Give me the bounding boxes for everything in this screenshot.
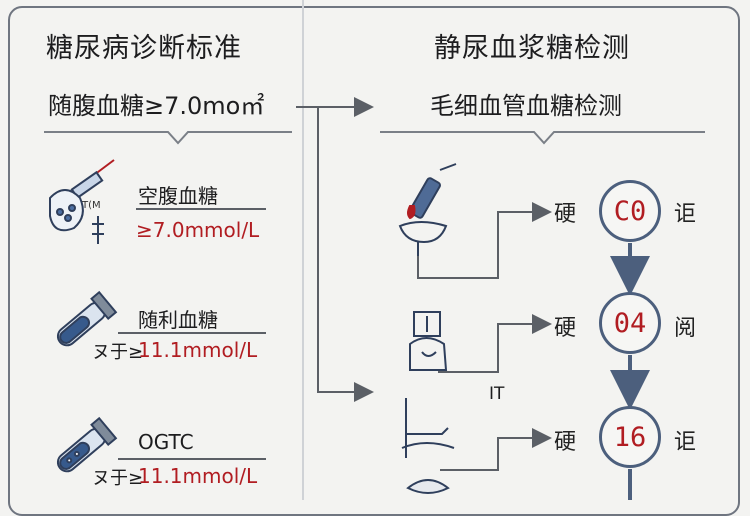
item-ogtc-prefix: ヌ于≥ (92, 468, 144, 489)
cross-flow-arrows (296, 97, 374, 402)
test-tube-icon (56, 290, 118, 347)
right-title: 静尿血浆糖检测 (434, 33, 630, 64)
blood-drop-syringe-icon (398, 163, 457, 256)
step2-left: 硬 (554, 316, 577, 341)
item-random-label: 随利血糖 (138, 308, 218, 332)
item-fasting-label: 空腹血糖 (138, 184, 218, 208)
left-subtitle: 随腹血糖≥7.0mo㎡ (48, 92, 265, 120)
patient-icon (409, 311, 448, 371)
svg-text:T(M: T(M (81, 200, 101, 211)
step1-circle: C0 (599, 180, 661, 242)
item-random-underline (118, 332, 266, 334)
right-subtitle: 毛细血管血糖检测 (430, 92, 622, 120)
right-header-divider (380, 131, 705, 145)
item-ogtc-underline (118, 458, 266, 460)
item-ogtc-value: 11.1mmol/L (138, 464, 258, 488)
connector-layer: T(M (44, 97, 705, 500)
step1-left: 硬 (554, 202, 577, 227)
step1-right: 讵 (674, 202, 697, 227)
item-fasting-value: ≥7.0mmol/L (136, 218, 260, 242)
item-ogtc-label: OGTC (138, 430, 194, 454)
marker-label: IT (489, 384, 505, 404)
step3-left: 硬 (554, 430, 577, 455)
hand-test-icon (401, 398, 455, 494)
step3-circle: 16 (599, 406, 661, 468)
step2-right: 阅 (674, 316, 697, 341)
left-header-divider (44, 131, 292, 145)
test-tube-icon (56, 416, 118, 473)
step3-right: 讵 (674, 430, 697, 455)
syringe-icon: T(M (49, 159, 115, 244)
left-title: 糖尿病诊断标准 (46, 33, 242, 64)
item-random-value: 11.1mmol/L (138, 338, 258, 362)
panel-divider (302, 0, 304, 500)
step-connectors (417, 202, 552, 471)
item-fasting-underline (136, 208, 266, 210)
step2-circle: 04 (599, 292, 661, 354)
item-random-prefix: ヌ于≥ (92, 342, 144, 363)
